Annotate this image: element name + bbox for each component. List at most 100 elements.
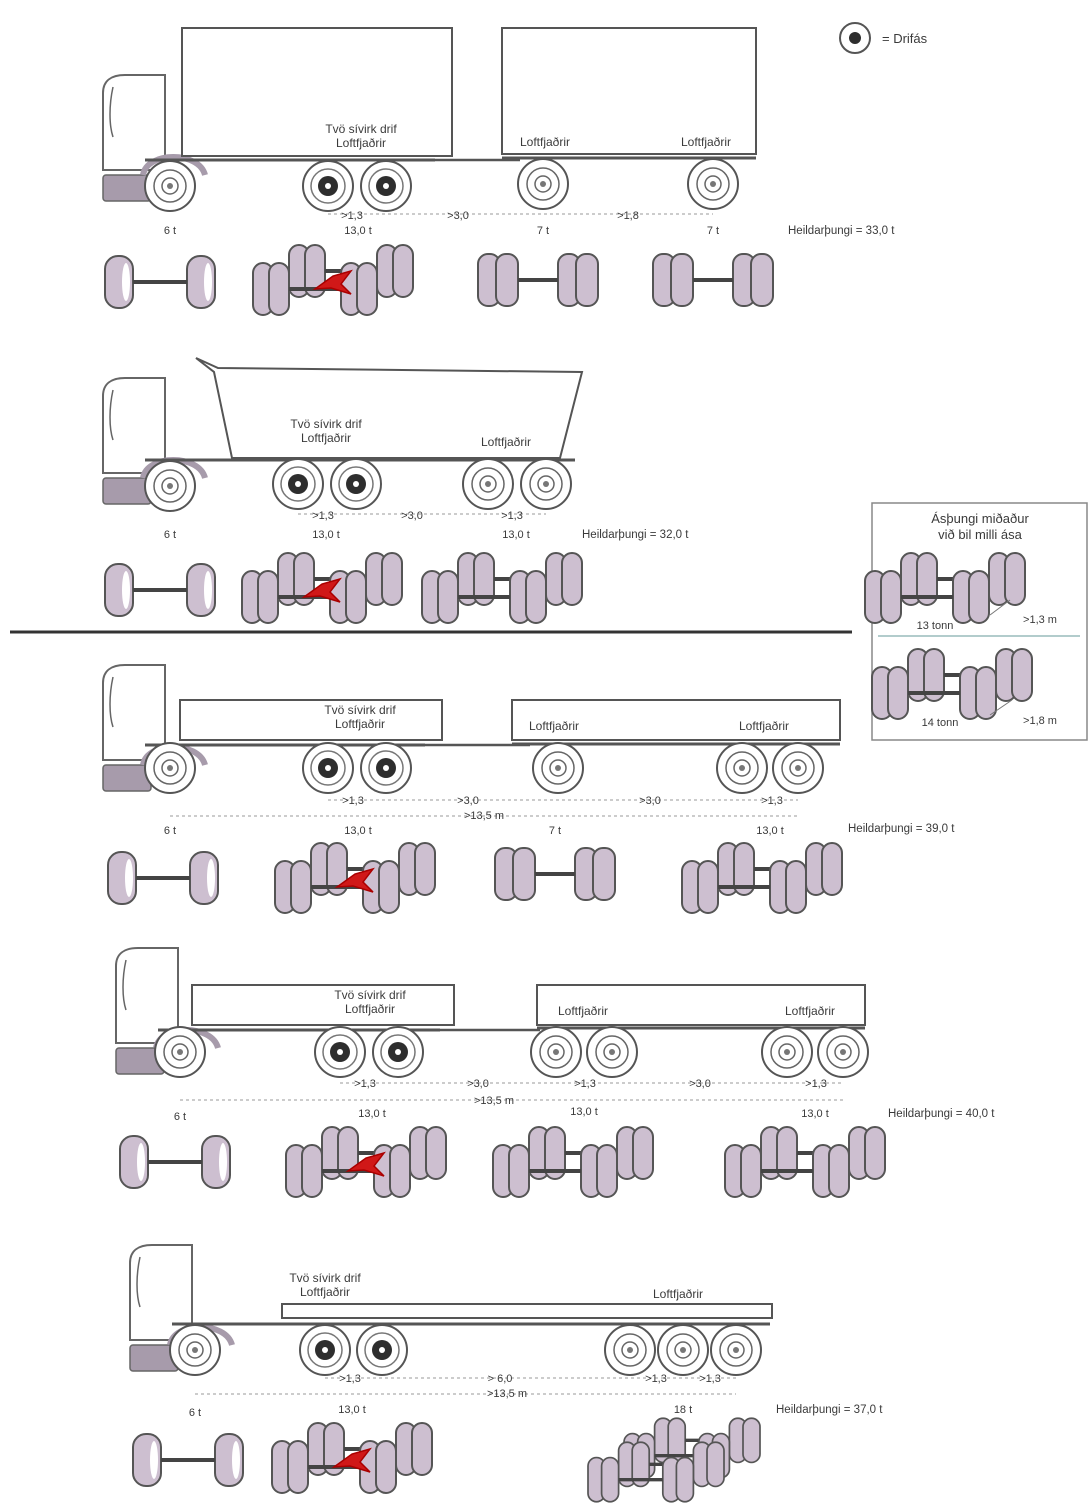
wheel <box>169 1324 221 1376</box>
spacing-inset: Ásþungi miðaður við bil milli ása 13 ton… <box>863 502 1088 741</box>
air-suspension-label: Loftfjaðrir <box>739 719 789 733</box>
spacing-label: >1,3 <box>699 1373 721 1385</box>
wheel <box>687 158 739 210</box>
drive-tandem-plan <box>242 553 402 623</box>
tipper-body <box>195 357 584 459</box>
tandem-axle-plan <box>420 551 584 625</box>
legend-label: = Drifás <box>882 31 928 46</box>
spacing-label: >1,3 <box>312 510 334 522</box>
drive-note-1: Tvö sívirk drif <box>289 1271 361 1285</box>
drive-note-1: Tvö sívirk drif <box>334 988 406 1002</box>
length-label: >13,5 m <box>487 1388 527 1400</box>
wheel <box>517 158 569 210</box>
total-weight: Heildarþungi = 32,0 t <box>582 529 689 541</box>
tandem-axle-plan <box>491 1125 655 1199</box>
drive-wheel <box>360 160 412 212</box>
flatbed-deck <box>281 1303 773 1319</box>
axle-weight: 13,0 t <box>312 529 340 541</box>
wheel <box>586 1026 638 1078</box>
axle-weight: 13,0 t <box>344 825 372 837</box>
inset-title-line-1: Ásþungi miðaður <box>931 511 1029 526</box>
config-3: Tvö sívirk drif Loftfjaðrir Loftfjaðrir … <box>103 665 955 915</box>
axle-weight: 13,0 t <box>344 225 372 237</box>
spacing-label: > 6,0 <box>488 1373 513 1385</box>
axle-weight: 6 t <box>189 1407 201 1419</box>
axle-weight: 13,0 t <box>570 1106 598 1118</box>
axle-weight: 6 t <box>174 1111 186 1123</box>
config-4: Tvö sívirk drif Loftfjaðrir Loftfjaðrir … <box>116 948 995 1199</box>
tandem-axle-plan <box>680 841 844 915</box>
air-suspension-label: Loftfjaðrir <box>558 1004 608 1018</box>
wheel <box>530 1026 582 1078</box>
wheel <box>710 1324 762 1376</box>
air-suspension-label: Loftfjaðrir <box>681 135 731 149</box>
wheel <box>657 1324 709 1376</box>
trailer-body <box>511 699 841 741</box>
single-axle-plan <box>118 1134 232 1190</box>
drive-wheel <box>330 458 382 510</box>
total-weight: Heildarþungi = 33,0 t <box>788 225 895 237</box>
spacing-label: >1,3 <box>354 1078 376 1090</box>
axle-weight: 6 t <box>164 825 176 837</box>
single-axle-plan <box>103 254 217 310</box>
drive-wheel <box>356 1324 408 1376</box>
drive-note-1: Tvö sívirk drif <box>325 122 397 136</box>
length-label: >13,5 m <box>474 1095 514 1107</box>
drive-axle-icon <box>839 22 871 54</box>
wheel <box>144 160 196 212</box>
air-suspension-label: Loftfjaðrir <box>481 435 531 449</box>
spacing-label: >1,3 <box>339 1373 361 1385</box>
axle-weight: 7 t <box>549 825 561 837</box>
truck-body <box>179 699 443 741</box>
wheel <box>144 742 196 794</box>
axle-weight: 13,0 t <box>338 1404 366 1416</box>
inset-top-spacing: >1,3 m <box>1023 614 1057 626</box>
axle-weight: 7 t <box>707 225 719 237</box>
wheel <box>532 742 584 794</box>
length-label: >13,5 m <box>464 810 504 822</box>
axle-weight: 7 t <box>537 225 549 237</box>
axle-weight: 18 t <box>674 1404 692 1416</box>
axle-weight: 13,0 t <box>502 529 530 541</box>
spacing-label: >1,3 <box>342 795 364 807</box>
trailer-body <box>536 984 866 1026</box>
twin-tyre-axle-plan <box>476 252 600 308</box>
config-1: Tvö sívirk drif Loftfjaðrir Loftfjaðrir … <box>103 27 895 315</box>
drive-wheel <box>372 1026 424 1078</box>
spacing-label: >1,3 <box>574 1078 596 1090</box>
air-suspension-label: Loftfjaðrir <box>653 1287 703 1301</box>
air-suspension-label: Loftfjaðrir <box>529 719 579 733</box>
wheel <box>462 458 514 510</box>
drive-wheel <box>360 742 412 794</box>
wheel <box>772 742 824 794</box>
drive-tandem-plan <box>253 245 413 315</box>
axle-weight: 13,0 t <box>756 825 784 837</box>
wheel <box>144 460 196 512</box>
wheel <box>761 1026 813 1078</box>
single-axle-plan <box>103 562 217 618</box>
air-suspension-label: Loftfjaðrir <box>785 1004 835 1018</box>
drive-wheel <box>272 458 324 510</box>
spacing-label: >3,0 <box>689 1078 711 1090</box>
spacing-label: >1,3 <box>645 1373 667 1385</box>
drive-tandem-plan <box>272 1423 432 1493</box>
drive-note-2: Loftfjaðrir <box>301 431 351 445</box>
spacing-label: >3,0 <box>447 210 469 222</box>
truck-body <box>191 984 455 1026</box>
drive-note-2: Loftfjaðrir <box>336 136 386 150</box>
wheel <box>716 742 768 794</box>
axle-weight: 6 t <box>164 529 176 541</box>
air-suspension-label: Loftfjaðrir <box>520 135 570 149</box>
config-5: Tvö sívirk drif Loftfjaðrir Loftfjaðrir … <box>130 1245 883 1502</box>
tandem-axle-plan <box>723 1125 887 1199</box>
spacing-label: >1,3 <box>805 1078 827 1090</box>
total-weight: Heildarþungi = 40,0 t <box>888 1108 995 1120</box>
drive-wheel <box>314 1026 366 1078</box>
wheel <box>154 1026 206 1078</box>
total-weight: Heildarþungi = 39,0 t <box>848 823 955 835</box>
drive-note-1: Tvö sívirk drif <box>324 703 396 717</box>
spacing-label: >3,0 <box>639 795 661 807</box>
drive-wheel <box>302 160 354 212</box>
spacing-label: >1,3 <box>341 210 363 222</box>
